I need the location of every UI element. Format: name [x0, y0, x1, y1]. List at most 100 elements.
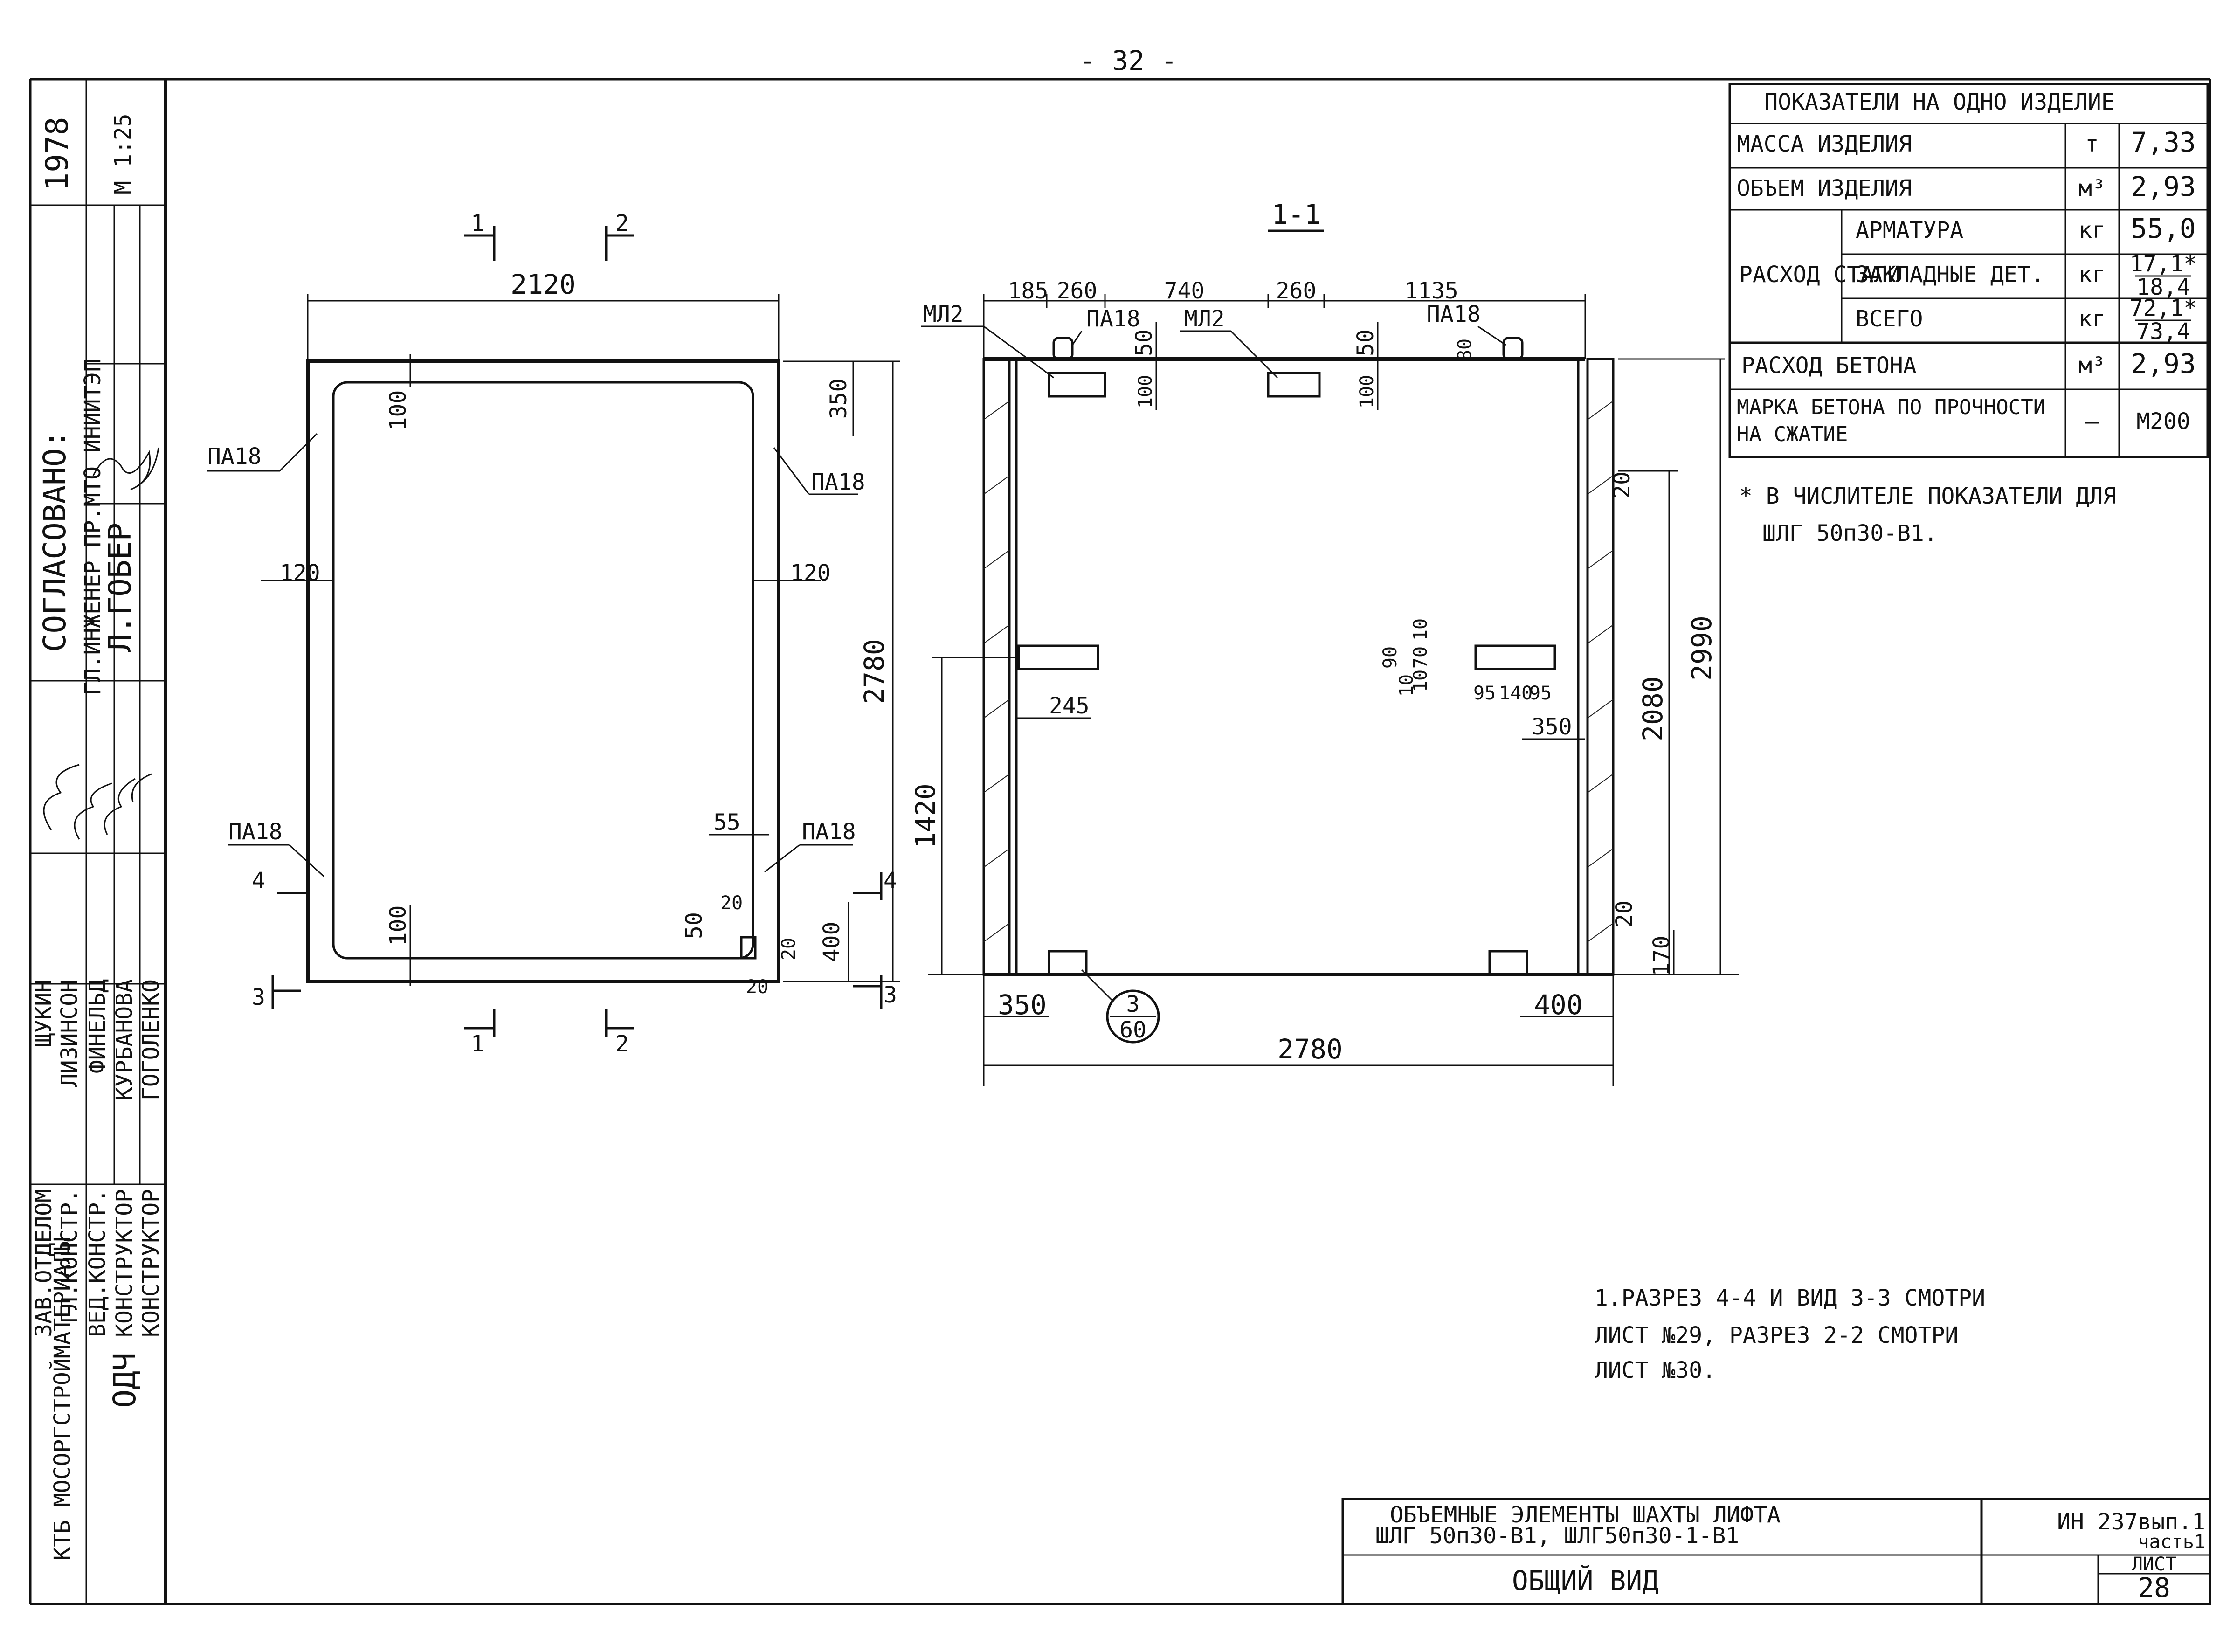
- plan-dim: 20: [778, 938, 800, 960]
- section-mark: 1: [471, 1031, 484, 1057]
- stamp-name: ЛИЗИНСОН: [56, 979, 83, 1087]
- row-unit: кг: [2078, 262, 2106, 288]
- sheet-label: ЛИСТ: [2132, 1554, 2176, 1575]
- plan-width-dim: 2120: [511, 269, 576, 300]
- section-dim: 350: [1532, 714, 1572, 740]
- plan-inner-contour: [332, 381, 754, 960]
- row-name: АРМАТУРА: [1856, 217, 1963, 243]
- row-value: М200: [2136, 408, 2190, 435]
- section-mark: 4: [252, 868, 265, 894]
- section-dim: 95: [1529, 683, 1552, 704]
- plan-dim: 120: [280, 560, 320, 586]
- group-label: РАСХОД СТАЛИ: [1739, 262, 1901, 288]
- notes: 1.РАЗРЕЗ 4-4 И ВИД 3-3 СМОТРИ ЛИСТ №29, …: [1595, 1285, 1985, 1383]
- row-unit: —: [2085, 408, 2099, 435]
- row-value-2: 73,4: [2136, 318, 2190, 345]
- stamp-role: КОНСТРУКТОР: [111, 1189, 138, 1337]
- embedded-plate-ml2: [1267, 372, 1321, 398]
- stamp-agreed: СОГЛАСОВАНО:: [37, 430, 73, 652]
- right-wall-hatched: [1586, 358, 1615, 976]
- section-dim: 350: [998, 989, 1047, 1021]
- plan-height-dim: 2780: [858, 639, 890, 704]
- section-mark: 2: [615, 210, 629, 236]
- plan-view: 2120 2780 350 100 120 120 55 50 20 20 20…: [207, 210, 900, 1057]
- sheet-number: 28: [2138, 1572, 2170, 1604]
- section-label-ml2: МЛ2: [923, 301, 964, 327]
- plan-label-pa18: ПА18: [207, 443, 262, 470]
- row-value: 17,1*: [2130, 251, 2197, 277]
- section-dim: 95: [1473, 683, 1496, 704]
- section-dim: 100: [1356, 375, 1378, 408]
- section-dim: 10: [1410, 670, 1431, 692]
- title-block: ОБЪЕМНЫЕ ЭЛЕМЕНТЫ ШАХТЫ ЛИФТА ШЛГ 50п30-…: [1341, 1498, 2211, 1605]
- row-name: ЗАКЛАДНЫЕ ДЕТ.: [1856, 262, 2044, 288]
- row-value: 72,1*: [2130, 295, 2197, 321]
- section-dim: 80: [1454, 339, 1476, 361]
- row-unit: т: [2085, 131, 2099, 157]
- stamp-name: ФИНЕЛЬД: [84, 979, 110, 1073]
- plan-section-marks: 1 2 1 2 3 3 4 4: [252, 210, 897, 1057]
- row-name: МАССА ИЗДЕЛИЯ: [1737, 131, 1912, 157]
- row-unit: м³: [2078, 175, 2106, 201]
- plan-dim: 20: [746, 976, 768, 998]
- plan-dim: 120: [790, 560, 831, 586]
- callout-bottom: 60: [1119, 1017, 1146, 1043]
- section-label-pa18: ПА18: [1427, 301, 1481, 327]
- section-title: 1-1: [1272, 199, 1321, 230]
- stamp-name: ГОГОЛЕНКО: [138, 979, 164, 1100]
- plan-dim: 20: [720, 892, 743, 914]
- stamp-role: ГЛ.КОНСТР.: [56, 1189, 83, 1324]
- row-name: ОБЪЕМ ИЗДЕЛИЯ: [1737, 175, 1912, 201]
- left-stamp: 1978 М 1:25 СОГЛАСОВАНО: ГЛ.ИНЖЕНЕР ПР.М…: [30, 79, 166, 1604]
- row-value-2: 18,4: [2136, 274, 2190, 300]
- note-line: ЛИСТ №30.: [1595, 1357, 1716, 1383]
- section-height-dim: 2990: [1686, 615, 1718, 681]
- section-dim: 1420: [910, 783, 941, 849]
- section-dim: 50: [1131, 329, 1157, 356]
- stamp-dept: ОДЧ: [107, 1352, 143, 1408]
- bottom-bracket: [1048, 950, 1088, 976]
- section-top-dim: 740: [1164, 278, 1205, 304]
- stamp-chief-name: Л.ГОБЕР: [102, 523, 138, 652]
- indicators-table: ПОКАЗАТЕЛИ НА ОДНО ИЗДЕЛИЕ МАССА ИЗДЕЛИЯ…: [1728, 83, 2209, 546]
- row-name: РАСХОД БЕТОНА: [1741, 353, 1917, 379]
- section-length-dim: 2780: [1277, 1033, 1343, 1065]
- section-dim: 10: [1410, 618, 1431, 641]
- note-line: 1.РАЗРЕЗ 4-4 И ВИД 3-3 СМОТРИ: [1595, 1285, 1985, 1311]
- row-value: 55,0: [2131, 213, 2196, 244]
- section-dim: 70: [1410, 646, 1431, 669]
- lifting-loop: [1052, 337, 1074, 360]
- row-value: 7,33: [2131, 126, 2196, 158]
- title-line-2: ШЛГ 50п30-В1, ШЛГ50п30-1-В1: [1375, 1523, 1739, 1549]
- row-unit: кг: [2078, 306, 2106, 332]
- section-dim: 140: [1499, 683, 1533, 704]
- lifting-loop: [1502, 337, 1524, 360]
- title-code: ИН 237вып.1: [2057, 1509, 2205, 1535]
- title-line-1: ОБЪЕМНЫЕ ЭЛЕМЕНТЫ ШАХТЫ ЛИФТА: [1390, 1502, 1781, 1528]
- plan-dim: 400: [819, 922, 845, 962]
- bottom-bracket: [1488, 950, 1528, 976]
- section-dim: 400: [1534, 989, 1583, 1021]
- row-name-long: МАРКА БЕТОНА ПО ПРОЧНОСТИ НА СЖАТИЕ: [1737, 395, 2046, 446]
- note-line: ЛИСТ №29, РАЗРЕЗ 2-2 СМОТРИ: [1595, 1322, 1958, 1348]
- stamp-roles: ЗАВ.ОТДЕЛОМ ГЛ.КОНСТР. ВЕД.КОНСТР. КОНСТ…: [31, 1189, 164, 1337]
- row-unit: м³: [2078, 353, 2106, 379]
- section-top-dim: 260: [1276, 278, 1317, 304]
- section-dim: 90: [1380, 646, 1401, 669]
- stamp-names: ЩУКИН ЛИЗИНСОН ФИНЕЛЬД КУРБАНОВА ГОГОЛЕН…: [31, 979, 164, 1100]
- stamp-scale: М 1:25: [110, 113, 136, 194]
- plan-label-pa18: ПА18: [811, 469, 865, 495]
- table-header: ПОКАЗАТЕЛИ НА ОДНО ИЗДЕЛИЕ: [1764, 89, 2114, 115]
- section-top-dim: 185: [1008, 278, 1049, 304]
- section-dim: 170: [1649, 936, 1675, 976]
- section-dim: 10: [1396, 674, 1417, 697]
- plan-notch: [740, 936, 757, 960]
- embedded-plate-ml2: [1048, 372, 1106, 398]
- section-dim: 20: [1611, 900, 1637, 927]
- row-value: 2,93: [2131, 171, 2196, 202]
- section-top-dim: 260: [1057, 278, 1098, 304]
- plan-dim: 50: [681, 912, 707, 939]
- stamp-signature: [92, 447, 159, 491]
- plan-outer-contour: [306, 359, 780, 983]
